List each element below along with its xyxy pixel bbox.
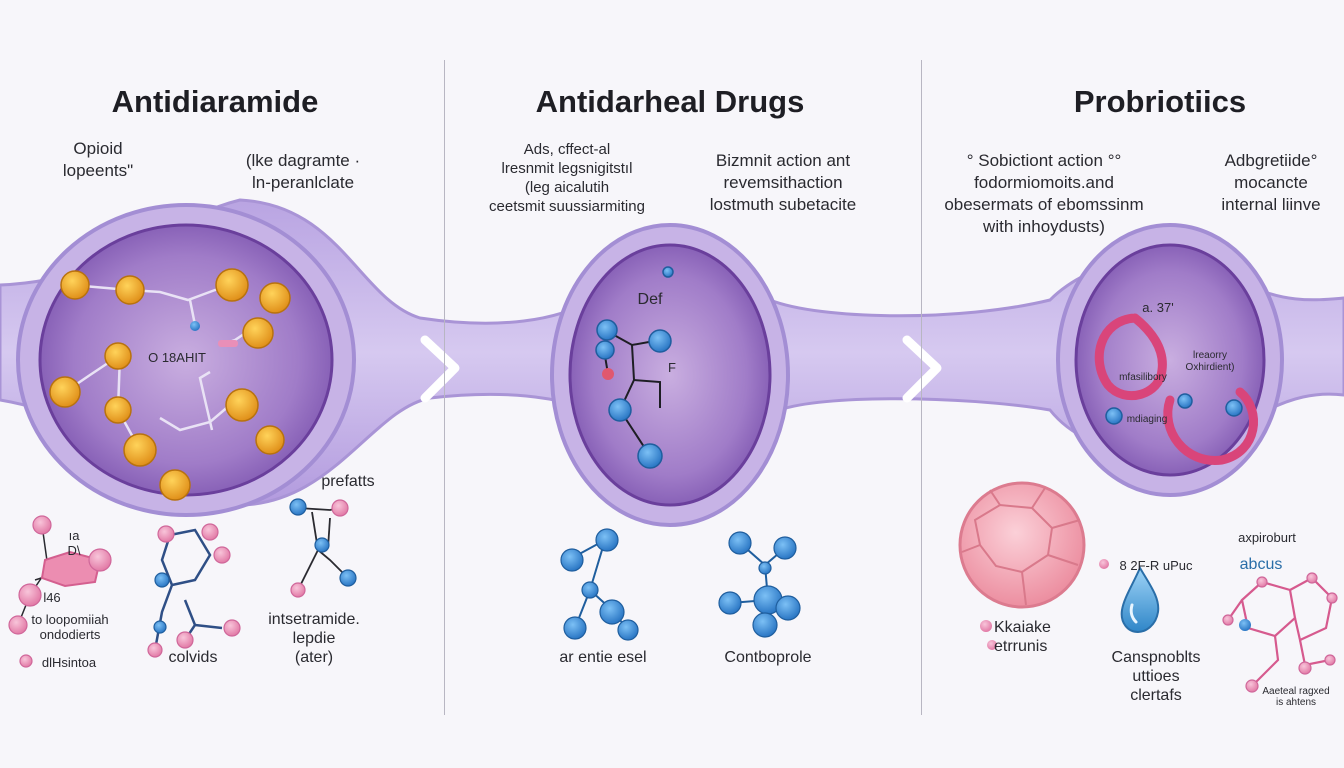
column-note: Adbgretiide° mocancte internal liinve: [1221, 151, 1321, 214]
cell-label: a. 37': [1142, 300, 1174, 315]
molecule-pink-hexagons: [1222, 572, 1338, 693]
molecule-blue-cluster-b: [718, 531, 801, 638]
molecule-label: axpiroburt: [1238, 530, 1296, 545]
cell-label: mfasilibory: [1119, 372, 1167, 383]
molecule-label: ıа D\: [67, 528, 81, 558]
pink-dot: [980, 620, 992, 632]
molecule-label: prefatts: [321, 473, 375, 490]
column-note: (lke dagramte · ln-peranlclate: [245, 151, 361, 192]
cell-label: F: [668, 360, 676, 375]
column-divider: [921, 60, 922, 715]
pink-dot: [1099, 559, 1109, 569]
molecule-label: abcus: [1239, 556, 1283, 573]
molecule-label: intsetramide. lepdie (ater): [268, 611, 360, 666]
chevron-right-icon: [420, 335, 460, 403]
pink-dot: [987, 640, 997, 650]
molecule-blue-ring: [147, 523, 241, 658]
molecule-pink-ring: [8, 515, 112, 668]
tissue-cell-icon: [958, 481, 1086, 609]
column-title: Antidiaramide: [111, 84, 319, 119]
column-divider: [444, 60, 445, 715]
column-title: Probriotiics: [1073, 84, 1247, 119]
bacteria-shape: [1094, 313, 1258, 465]
column-note: Bizmnit action ant revemsithaction lostm…: [709, 151, 857, 214]
column-title: Antidarheal Drugs: [535, 84, 805, 119]
molecule-label: colvids: [168, 649, 218, 666]
chevron-right-icon: [902, 335, 942, 403]
molecule-chain: [289, 498, 357, 598]
cell-antidiarrheal: [550, 223, 790, 527]
cell-antidiaramide: [16, 203, 356, 517]
molecule-label: 8 2F-R uPuc: [1119, 558, 1193, 573]
column-note: Opioid lopeents": [62, 139, 134, 180]
molecule-blue-cluster-a: [560, 528, 639, 641]
cell-label: Def: [637, 291, 663, 308]
molecule-label: dlHsintoa: [41, 655, 97, 670]
molecule-label: ar entie esel: [559, 649, 647, 666]
water-drop-icon: [1120, 565, 1160, 634]
molecule-label: l46: [43, 590, 61, 605]
molecule-label: Aaeteal ragxed is ahtens: [1262, 686, 1330, 708]
cell-label: lreaorry Oxhirdient): [1185, 350, 1235, 373]
molecule-label: to loopomiiah ondodierts: [31, 612, 109, 642]
cell-probiotics: [1056, 223, 1284, 497]
molecule-label: Canspnoblts uttioes clertafs: [1111, 649, 1201, 704]
molecule-label: Kkaiake etrrunis: [994, 619, 1051, 655]
molecule-label: Contboprole: [724, 649, 812, 666]
column-note: ° Sobictiont action °° fodormiomoits.and…: [944, 151, 1144, 236]
cell-label: mdiaging: [1126, 414, 1168, 425]
column-note: Ads, cffect-al lresnmit legsnigitstıl (l…: [489, 141, 645, 215]
cell-label: O 18AHIT: [148, 350, 206, 365]
